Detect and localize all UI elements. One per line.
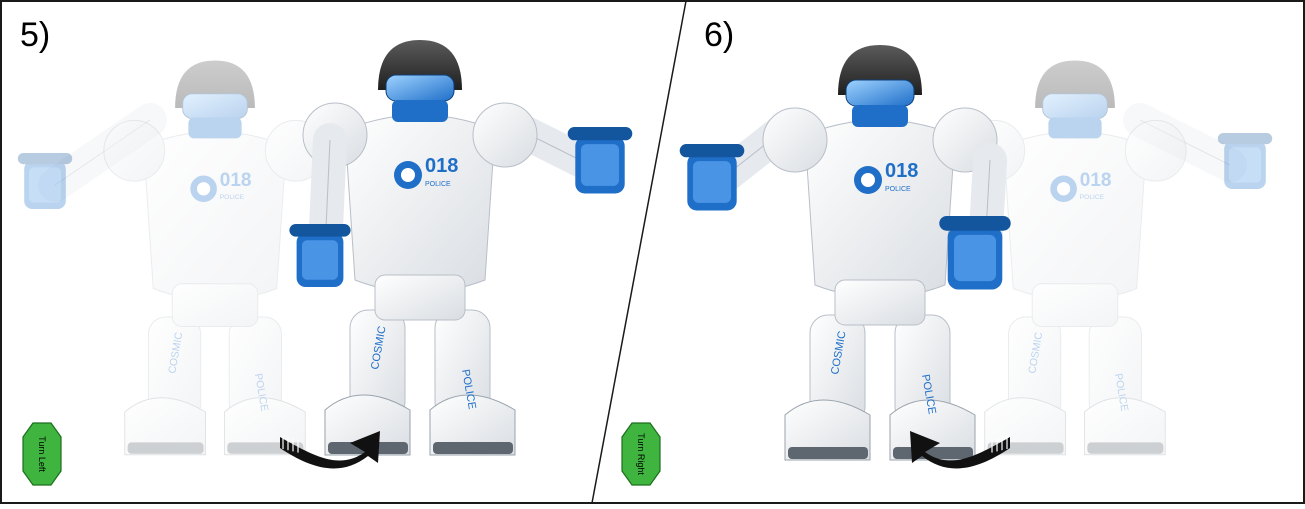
remote-button-icon: Turn Right	[620, 421, 662, 487]
remote-button-icon: Turn Left	[21, 421, 63, 487]
button-shape	[22, 422, 62, 486]
ghost-robot-fist	[1217, 133, 1273, 189]
button-shape	[621, 422, 661, 486]
robot-front-fist	[939, 216, 1011, 290]
robot-fist	[679, 144, 745, 211]
step-number: 6)	[704, 16, 735, 54]
panel-divider	[591, 0, 687, 504]
step-number: 5)	[20, 16, 51, 54]
turn-right-label: Turn Right	[636, 433, 646, 475]
turn-arrow-icon	[910, 431, 1010, 469]
robot-fist	[567, 127, 633, 194]
turn-left-label: Turn Left	[37, 436, 47, 472]
turn-arrow-icon	[280, 431, 380, 469]
robot-front-fist	[289, 224, 351, 287]
ghost-robot-fist	[17, 153, 73, 209]
